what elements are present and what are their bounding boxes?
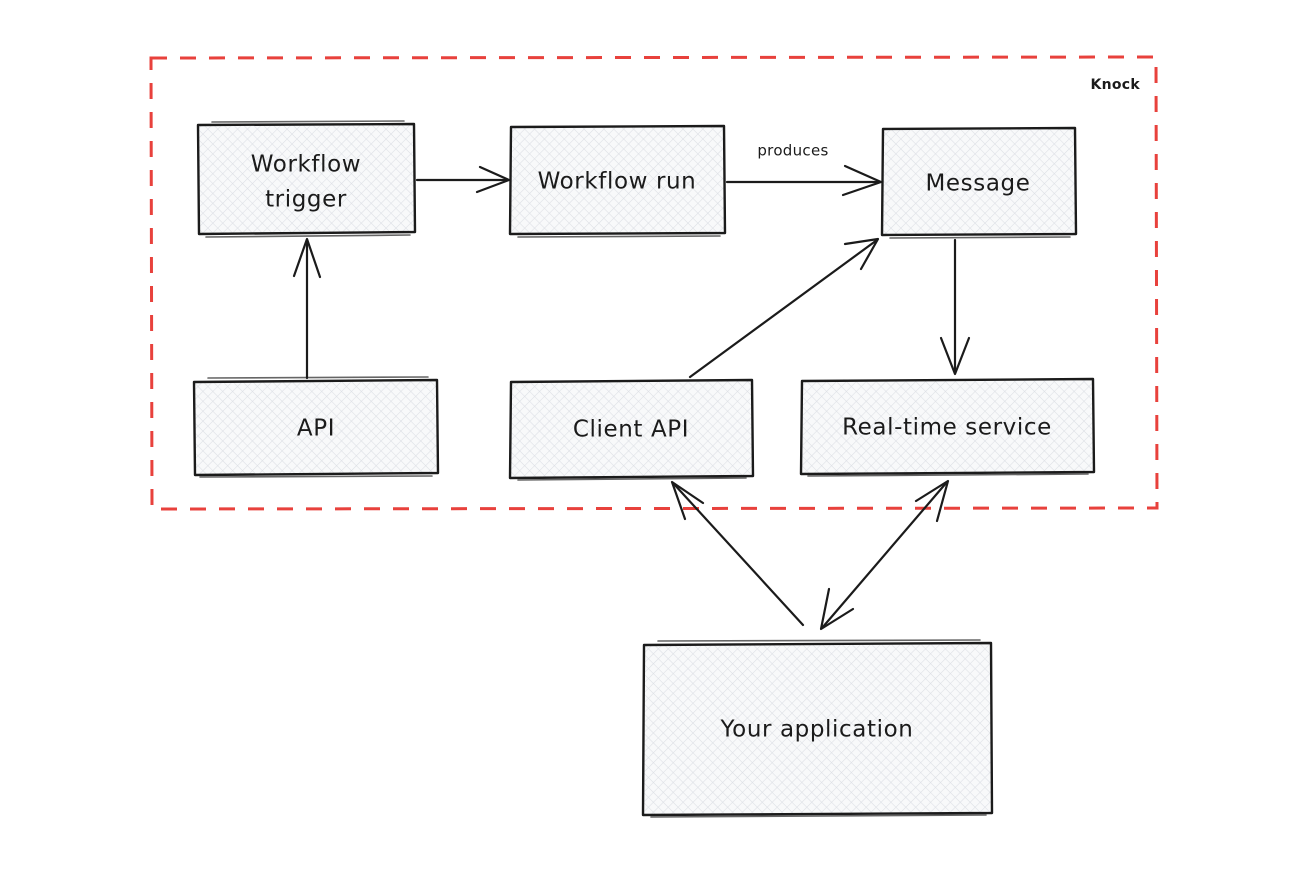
node-real-time-service-shadow bbox=[807, 473, 1089, 477]
edge-real-time-to-app-line bbox=[820, 480, 949, 630]
edge-message-to-real-time bbox=[939, 238, 971, 376]
edge-real-time-to-app-arrowhead-bottom bbox=[819, 587, 855, 631]
node-workflow-trigger-label-line2: trigger bbox=[265, 187, 347, 213]
node-workflow-run-label: Workflow run bbox=[538, 169, 697, 195]
node-api-rect bbox=[192, 378, 440, 477]
edge-trigger-to-run-arrowhead bbox=[475, 165, 511, 194]
edge-real-time-to-app-arrowhead-top bbox=[914, 479, 950, 523]
node-api-label: API bbox=[297, 416, 335, 442]
node-workflow-run-rect bbox=[508, 124, 727, 236]
node-workflow-run[interactable]: Workflow run bbox=[508, 124, 727, 238]
node-message-rect bbox=[880, 126, 1078, 237]
edge-run-to-message: produces bbox=[725, 142, 883, 197]
knock-boundary-label: Knock bbox=[1090, 77, 1140, 93]
edge-client-api-to-message-arrowhead bbox=[843, 237, 880, 271]
node-client-api-shadow bbox=[517, 477, 747, 481]
edge-api-to-trigger bbox=[292, 237, 322, 380]
edge-app-to-client-api bbox=[670, 480, 805, 627]
node-real-time-service-label: Real-time service bbox=[842, 415, 1052, 441]
node-client-api-rect bbox=[508, 378, 755, 480]
node-client-api[interactable]: Client API bbox=[508, 378, 755, 481]
node-message-shadow bbox=[889, 236, 1071, 239]
node-your-application[interactable]: Your application bbox=[641, 639, 994, 818]
node-client-api-label: Client API bbox=[573, 417, 689, 443]
node-workflow-trigger-shadow bbox=[205, 234, 411, 238]
knock-boundary-group: Knock bbox=[149, 55, 1159, 511]
node-real-time-service[interactable]: Real-time service bbox=[799, 377, 1096, 477]
edge-label-produces: produces bbox=[757, 142, 828, 160]
edge-api-to-trigger-arrowhead bbox=[292, 237, 322, 279]
node-your-application-rect bbox=[641, 641, 994, 817]
node-real-time-service-rect bbox=[799, 377, 1096, 476]
edge-app-to-client-api-line bbox=[671, 481, 805, 627]
node-workflow-trigger-rect bbox=[196, 122, 417, 236]
edge-run-to-message-arrowhead bbox=[841, 164, 883, 197]
edge-real-time-to-app bbox=[819, 479, 950, 631]
node-your-application-shadow bbox=[650, 814, 987, 818]
node-workflow-trigger-label-line1: Workflow bbox=[251, 152, 361, 178]
node-your-application-label: Your application bbox=[720, 717, 914, 743]
knock-boundary-rect bbox=[149, 55, 1159, 511]
edge-trigger-to-run bbox=[415, 165, 511, 194]
node-your-application-shadow-top bbox=[657, 639, 981, 642]
node-message-label: Message bbox=[925, 171, 1030, 197]
node-api[interactable]: API bbox=[192, 376, 440, 478]
node-workflow-run-shadow bbox=[517, 235, 721, 238]
node-workflow-trigger-shadow-top bbox=[211, 120, 405, 123]
edge-client-api-to-message bbox=[688, 237, 880, 379]
edge-app-to-client-api-arrowhead bbox=[670, 480, 705, 521]
node-message[interactable]: Message bbox=[880, 126, 1078, 239]
edge-client-api-to-message-line bbox=[688, 238, 879, 379]
node-api-shadow-top bbox=[207, 376, 429, 379]
edge-message-to-real-time-arrowhead bbox=[939, 336, 971, 376]
node-api-shadow bbox=[199, 475, 433, 478]
node-workflow-trigger[interactable]: Workflow trigger bbox=[196, 120, 417, 238]
